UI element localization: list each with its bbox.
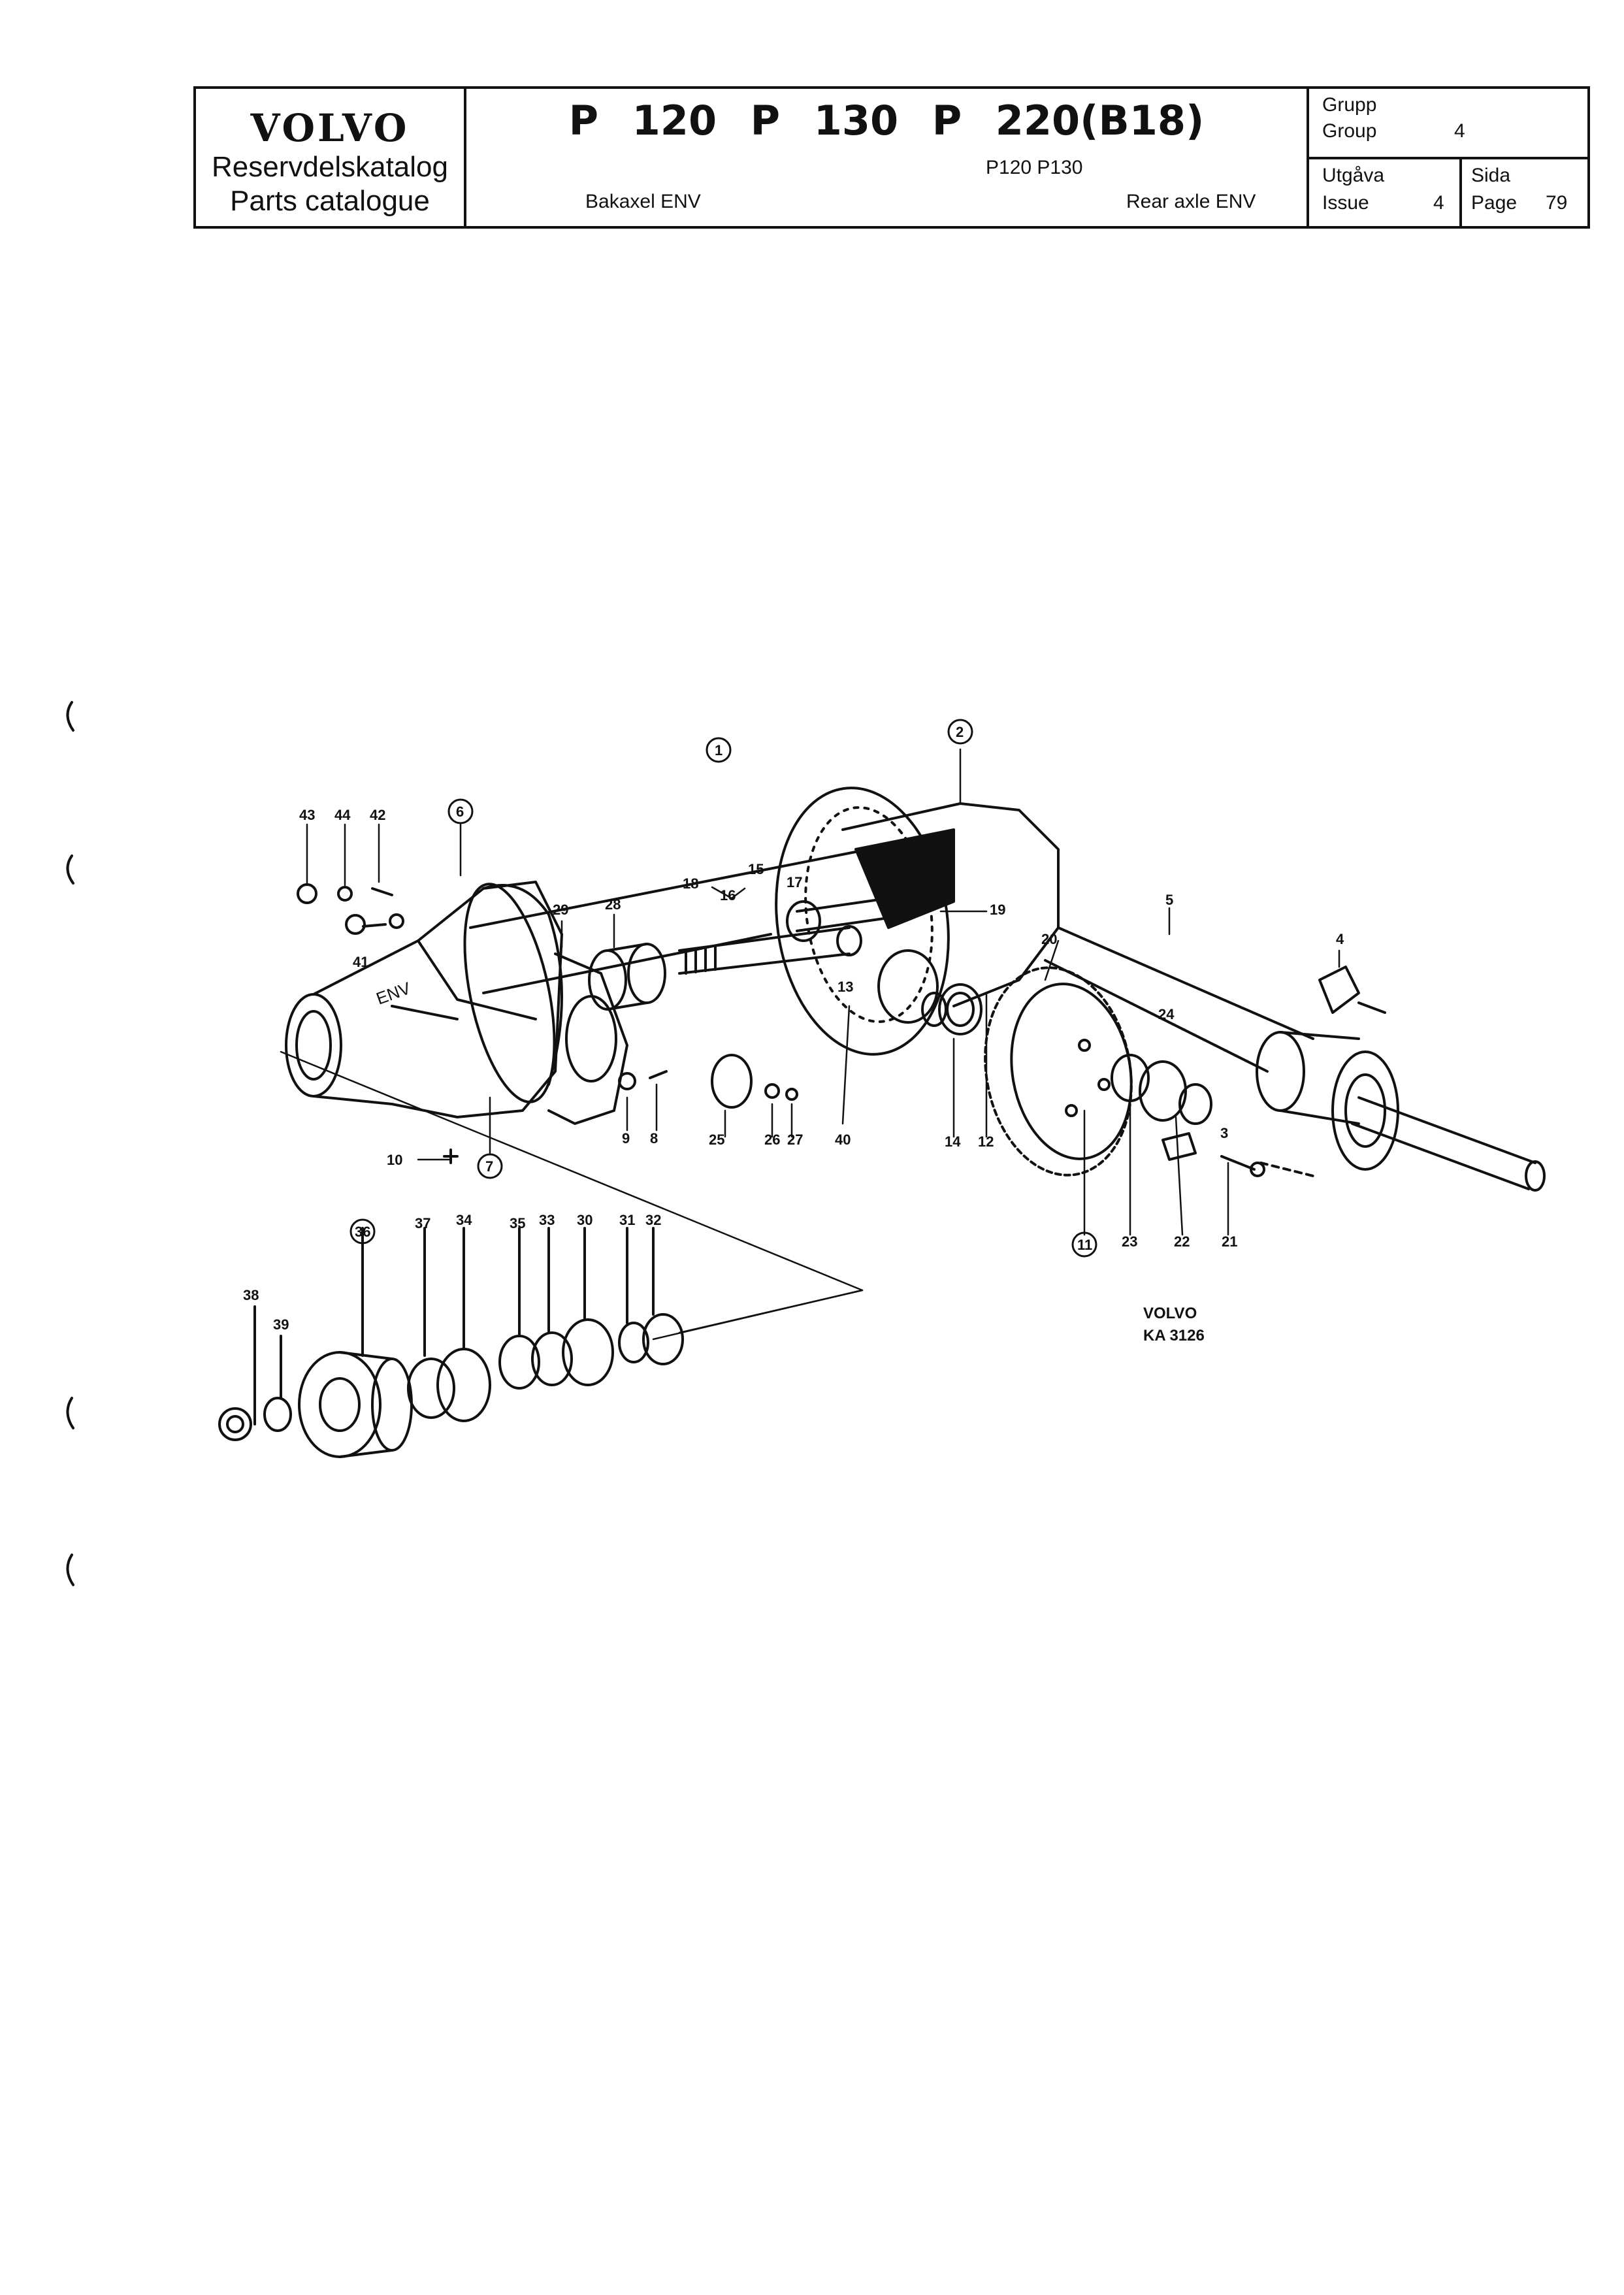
callout-28: 28 [605,896,621,913]
callout-22: 22 [1174,1233,1190,1250]
differential-housing [775,787,1060,1056]
group-label-en: Group [1322,120,1377,142]
callout-16: 16 [720,887,736,903]
circled-callouts [349,719,1097,1258]
callout-25: 25 [709,1131,724,1148]
cover-fasteners [297,883,404,935]
axle-flange [1256,1031,1399,1171]
callout-37: 37 [415,1215,430,1231]
section-title-en: Rear axle ENV [1126,191,1256,212]
callout-17: 17 [787,874,802,890]
binder-mark [66,1397,74,1429]
callout-12: 12 [978,1133,994,1150]
callout-4: 4 [1336,931,1344,947]
callout-39: 39 [273,1316,289,1333]
pinion-housing: ENV [285,881,563,1118]
callout-2: 2 [956,724,964,740]
callout-26: 26 [764,1131,780,1148]
drive-pinion-shaft [678,925,862,975]
issue-label-sv: Utgåva [1322,165,1385,186]
svg-text:ENV: ENV [374,978,414,1009]
callout-6: 6 [456,804,464,820]
callout-35: 35 [510,1215,525,1231]
issue-label-en: Issue [1322,192,1369,214]
callout-11: 11 [1077,1237,1092,1253]
small-fasteners [443,1054,798,1164]
page-label-sv: Sida [1471,165,1511,186]
crown-wheel [984,966,1133,1177]
callout-19: 19 [990,902,1005,918]
callout-29: 29 [553,902,568,918]
page-value: 79 [1546,192,1568,214]
drawing-reference: VOLVO KA 3126 [1143,1305,1205,1344]
callout-numbers: 1 2 3 4 5 6 7 8 9 10 11 12 13 14 15 16 1… [243,724,1344,1333]
callout-32: 32 [645,1212,661,1228]
group-value: 4 [1454,120,1465,142]
callout-43: 43 [299,807,315,823]
index-vertical-divider [1459,157,1462,226]
callout-5: 5 [1165,892,1173,908]
model-list: P 120 P 130 P 220(B18) [568,97,1205,144]
issue-value: 4 [1433,192,1444,214]
callout-3: 3 [1220,1125,1228,1141]
catalog-title-en: Parts catalogue [230,185,430,217]
callout-27: 27 [787,1131,803,1148]
callout-15: 15 [748,861,764,877]
callout-24: 24 [1158,1006,1175,1022]
callout-20: 20 [1041,931,1057,947]
page-label-en: Page [1471,192,1518,214]
sub-models: P120 P130 [986,157,1083,178]
callout-9: 9 [622,1130,630,1147]
section-title-sv: Bakaxel ENV [585,191,701,212]
header-box: VOLVO Reservdelskatalog Parts catalogue … [193,86,1590,229]
callout-34: 34 [456,1212,472,1228]
callout-38: 38 [243,1287,259,1303]
callout-14: 14 [945,1133,961,1150]
callout-8: 8 [650,1130,658,1147]
callout-40: 40 [835,1131,851,1148]
callout-36: 36 [355,1224,370,1240]
callout-41: 41 [353,954,368,970]
differential-gears [786,897,947,1027]
callout-21: 21 [1222,1233,1237,1250]
reference-code: KA 3126 [1143,1327,1205,1344]
side-bearing [1111,1054,1212,1125]
binder-mark [66,701,74,732]
brand-logo: VOLVO [250,106,410,150]
callout-leaders [280,748,1340,1341]
half-shaft [1351,1096,1546,1192]
group-label-sv: Grupp [1322,94,1377,116]
callout-33: 33 [539,1212,555,1228]
callout-10: 10 [387,1152,402,1168]
reference-brand: VOLVO [1143,1305,1197,1322]
binder-mark [66,1554,74,1586]
callout-7: 7 [485,1158,493,1175]
index-cell: Grupp Group 4 Utgåva Issue 4 Sida Page 7… [1309,89,1587,226]
pinion-flange-subassembly [218,1227,684,1458]
callout-1: 1 [715,742,723,758]
thrust-washer [938,983,983,1035]
spring-bracket [1318,966,1360,1014]
pinion-bearing [588,943,666,1011]
callout-30: 30 [577,1212,593,1228]
brand-cell: VOLVO Reservdelskatalog Parts catalogue [196,89,466,226]
binder-mark [66,855,74,885]
callout-42: 42 [370,807,385,823]
bearing-cap-bolt [1161,1132,1314,1177]
callout-18: 18 [683,875,698,892]
callout-13: 13 [837,979,853,995]
callout-23: 23 [1122,1233,1137,1250]
title-cell: P 120 P 130 P 220(B18) P120 P130 Bakaxel… [466,89,1309,226]
callout-44: 44 [334,807,351,823]
index-divider [1309,157,1587,159]
catalog-title-sv: Reservdelskatalog [212,151,448,183]
callout-31: 31 [619,1212,635,1228]
